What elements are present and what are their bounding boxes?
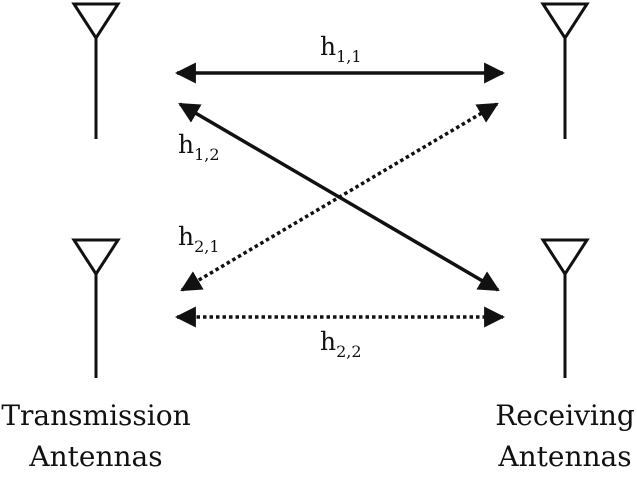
- channel-label-h22: h2,2: [320, 327, 362, 361]
- rx-caption-line1: Receiving: [495, 399, 635, 432]
- tx-antenna-1: [71, 2, 121, 139]
- channel-arrow-h21: [180, 102, 499, 292]
- tx-caption-line2: Antennas: [28, 440, 162, 473]
- channel-label-h12: h1,2: [178, 130, 220, 164]
- tx-caption-line1: Transmission: [1, 399, 190, 432]
- rx-caption-line2: Antennas: [497, 440, 631, 473]
- channel-label-h11: h1,1: [320, 32, 362, 66]
- tx-antenna-2: [71, 238, 121, 378]
- channel-label-h21: h2,1: [178, 222, 220, 256]
- rx-antenna-1: [540, 2, 590, 139]
- rx-antenna-2: [540, 238, 590, 378]
